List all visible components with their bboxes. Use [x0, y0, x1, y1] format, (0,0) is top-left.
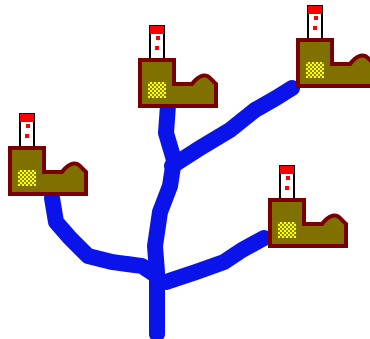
- boot-icon: [268, 164, 348, 248]
- branches: [44, 80, 300, 339]
- boot-icon: [8, 112, 88, 196]
- boot-icon: [296, 4, 370, 88]
- boot-icon: [138, 24, 218, 108]
